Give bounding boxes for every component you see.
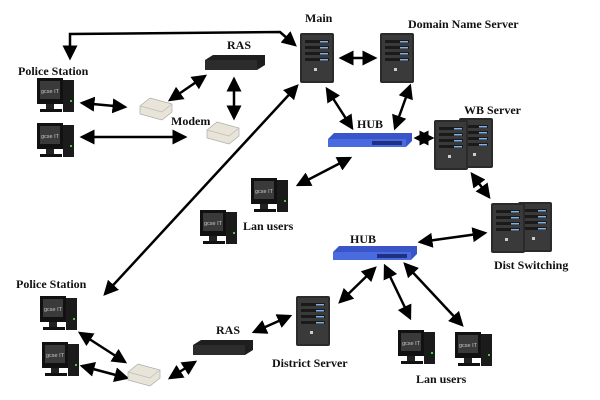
label-lan-users-bottom: Lan users xyxy=(416,372,467,386)
arrow-district-ras2 xyxy=(251,314,293,334)
main-server-icon xyxy=(300,33,334,83)
arrow-ras2-modem3 xyxy=(167,360,198,380)
police-bottom-pc-icon xyxy=(42,342,79,376)
label-district-server: District Server xyxy=(272,356,348,370)
lan-user-pc-icon xyxy=(200,210,237,244)
label-dist-switching: Dist Switching xyxy=(494,258,568,272)
ras-top-icon xyxy=(205,55,265,70)
pc-logo-text: gcse IT xyxy=(459,343,478,349)
arrow-hub-lan-top xyxy=(295,156,353,187)
label-dns: Domain Name Server xyxy=(408,17,519,31)
modem-icon xyxy=(139,97,173,121)
pc-logos: gcse IT gcse IT gcse IT gcse IT gcse IT … xyxy=(41,89,478,359)
lan-user-pc-icon xyxy=(251,178,288,212)
pc-logo-text: gcse IT xyxy=(255,189,274,195)
label-ras-bottom: RAS xyxy=(216,323,240,337)
wb-server-icon-a xyxy=(434,120,468,170)
arrow-hub2-lan1 xyxy=(383,263,412,321)
pc-logo-text: gcse IT xyxy=(46,353,65,359)
arrow-main-police-bottom xyxy=(103,84,299,296)
police-bottom-pc-icon xyxy=(40,296,77,330)
label-lan-users-top: Lan users xyxy=(243,219,294,233)
police-top-pc-icon xyxy=(37,123,74,157)
label-main: Main xyxy=(305,11,333,25)
lan-user-pc-icon xyxy=(455,332,492,366)
pc-logo-text: gcse IT xyxy=(41,134,60,140)
arrow-pc1-modem1 xyxy=(79,96,128,114)
arrow-dns-hub xyxy=(392,83,413,131)
label-hub-bottom: HUB xyxy=(350,232,376,246)
district-server-icon xyxy=(296,296,330,346)
arrow-pc3-modem3 xyxy=(77,331,128,364)
modem-icon xyxy=(127,363,161,387)
lan-user-pc-icon xyxy=(398,330,435,364)
pc-logo-text: gcse IT xyxy=(402,341,421,347)
arrow-wb-dist xyxy=(470,171,491,200)
ras-bottom-icon xyxy=(193,340,253,355)
label-hub-top: HUB xyxy=(357,117,383,131)
arrow-pc4-modem3 xyxy=(79,361,130,383)
arrow-hub2-dist xyxy=(417,227,488,248)
police-top-pc-icon xyxy=(37,78,74,112)
arrow-main-to-police-top xyxy=(62,30,297,61)
arrow-hub2-lan2 xyxy=(403,262,464,327)
arrow-modem1-ras xyxy=(167,74,208,102)
pc-logo-text: gcse IT xyxy=(204,221,223,227)
hub-top-icon xyxy=(328,133,412,147)
label-police-top: Police Station xyxy=(18,64,89,78)
label-police-bottom: Police Station xyxy=(16,277,87,291)
dist-switching-icon-a xyxy=(491,203,525,253)
label-modem: Modem xyxy=(171,114,210,128)
pc-logo-text: gcse IT xyxy=(41,89,60,95)
label-ras-top: RAS xyxy=(227,38,251,52)
label-wb-server: WB Server xyxy=(464,103,522,117)
arrow-main-hub xyxy=(325,86,354,131)
arrow-hub2-district xyxy=(338,266,377,304)
dns-server-icon xyxy=(380,33,414,83)
pc-logo-text: gcse IT xyxy=(44,307,63,313)
modem-icon xyxy=(206,121,240,145)
connections xyxy=(62,30,491,383)
hub-bottom-icon xyxy=(333,246,417,260)
